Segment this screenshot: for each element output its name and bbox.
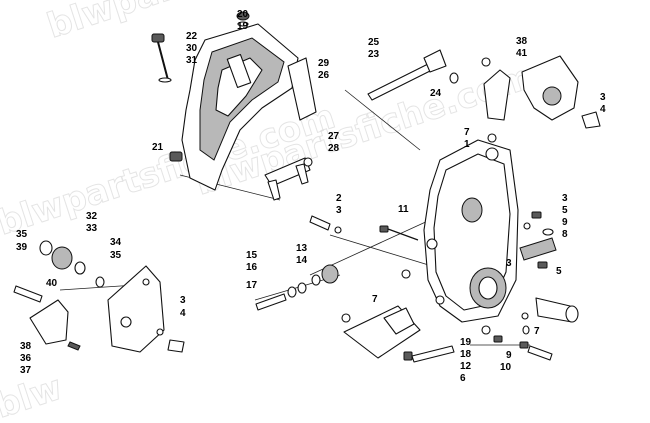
callout-2: 2 <box>336 193 342 204</box>
watermark-bottom: blw <box>0 368 67 423</box>
callout-14: 14 <box>296 255 308 266</box>
callout-32: 32 <box>86 211 98 222</box>
fasteners-right <box>487 133 554 320</box>
bolt-40 <box>13 285 43 303</box>
callout-40: 40 <box>46 278 58 289</box>
dipstick-31 <box>151 33 172 83</box>
callout-19: 19 <box>237 21 249 32</box>
callout-39: 39 <box>16 242 28 253</box>
callout-23: 23 <box>368 49 380 60</box>
callout-35-left: 35 <box>16 229 28 240</box>
callout-20: 20 <box>237 9 249 20</box>
callout-17: 17 <box>246 280 258 291</box>
callout-12: 12 <box>460 361 472 372</box>
bolt-17 <box>255 282 307 311</box>
callout-3-mid: 3 <box>336 205 342 216</box>
bolt-2 <box>309 215 342 234</box>
callout-22: 22 <box>186 31 198 42</box>
callout-35-right: 35 <box>110 250 122 261</box>
callout-38-top: 38 <box>516 36 528 47</box>
callout-7-bottom: 7 <box>534 326 540 337</box>
callout-18: 18 <box>460 349 472 360</box>
callout-37: 37 <box>20 365 32 376</box>
screw-3 <box>156 328 185 353</box>
callout-31: 31 <box>186 55 198 66</box>
callout-7-mid: 7 <box>372 294 378 305</box>
callout-3-bottom: 3 <box>180 295 186 306</box>
callout-4-top: 4 <box>600 104 606 115</box>
callout-7-top: 7 <box>464 127 470 138</box>
callout-3-mid-right: 3 <box>506 258 512 269</box>
shaft-25 <box>367 49 459 101</box>
callout-3-top: 3 <box>600 92 606 103</box>
callout-41: 41 <box>516 48 528 59</box>
callout-19-bottom: 19 <box>460 337 472 348</box>
left-cover-plate <box>107 265 165 353</box>
bolt-11 <box>379 225 419 241</box>
bolt-6 <box>403 345 455 363</box>
brake-bracket-left <box>29 299 81 351</box>
callout-4-bottom: 4 <box>180 308 186 319</box>
tensioner-27 <box>264 157 313 201</box>
callout-8: 8 <box>562 229 568 240</box>
callout-38-left: 38 <box>20 341 32 352</box>
callout-6: 6 <box>460 373 466 384</box>
callout-1: 1 <box>464 139 470 150</box>
bushing-13 <box>311 264 339 286</box>
brake-lever-top <box>481 55 601 129</box>
callout-36: 36 <box>20 353 32 364</box>
callout-34: 34 <box>110 237 122 248</box>
washer-stack-left <box>39 240 105 288</box>
callout-5-mid: 5 <box>556 266 562 277</box>
callout-10: 10 <box>500 362 512 373</box>
callout-26: 26 <box>318 70 330 81</box>
callout-9-bottom: 9 <box>506 350 512 361</box>
plate-12 <box>341 305 421 359</box>
callout-3-right: 3 <box>562 193 568 204</box>
callout-25: 25 <box>368 37 380 48</box>
callout-9-right: 9 <box>562 217 568 228</box>
gearcase-housing <box>423 139 519 323</box>
fasteners-bottom <box>401 269 553 361</box>
callout-21: 21 <box>152 142 164 153</box>
callout-30: 30 <box>186 43 198 54</box>
callout-29: 29 <box>318 58 330 69</box>
gasket-29 <box>287 57 317 121</box>
callout-5-right: 5 <box>562 205 568 216</box>
bolt-21 <box>169 151 183 162</box>
output-shafts <box>519 237 579 323</box>
callout-28: 28 <box>328 143 340 154</box>
callout-33: 33 <box>86 223 98 234</box>
callout-27: 27 <box>328 131 340 142</box>
drain-plug-20 <box>236 11 250 27</box>
callout-13: 13 <box>296 243 308 254</box>
callout-16: 16 <box>246 262 258 273</box>
callout-15: 15 <box>246 250 258 261</box>
callout-24: 24 <box>430 88 442 99</box>
callout-labels: 20 19 22 30 31 29 26 25 23 24 38 41 3 4 … <box>16 9 606 384</box>
callout-11: 11 <box>398 204 409 215</box>
